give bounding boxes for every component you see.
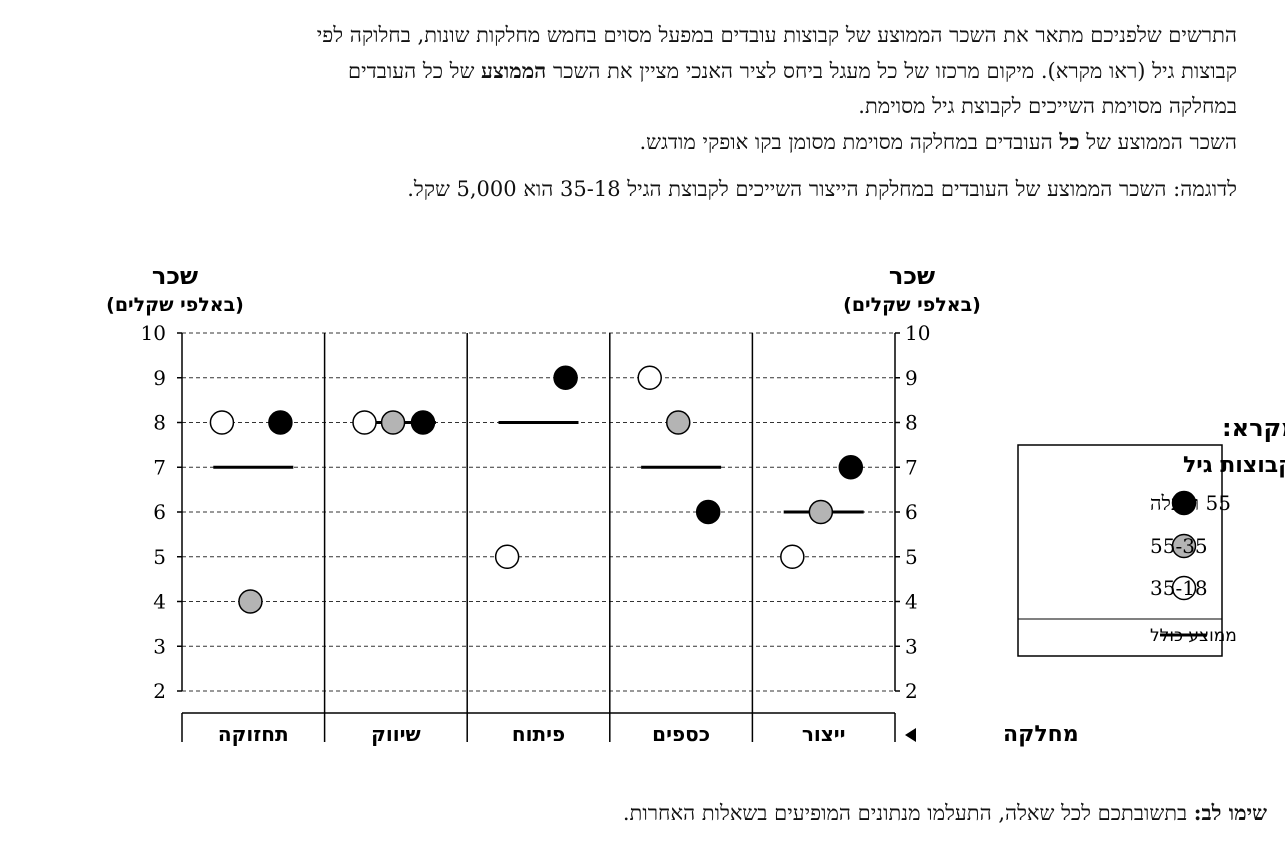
- intro-line-4c: העובדים במחלקה מסוימת מסומן בקו אופקי מו…: [639, 130, 1060, 154]
- data-point-2: [780, 544, 805, 569]
- left-y-axis-unit: (באלפי שקלים): [106, 294, 244, 316]
- intro-line-2c: של כל העובדים: [348, 59, 482, 83]
- data-point-0: [695, 499, 721, 525]
- right-tick-label: 4: [905, 590, 918, 614]
- x-axis-arrow-icon: [905, 728, 916, 742]
- legend-marker-2: [1171, 575, 1197, 601]
- note-text: בתשובתכם לכל שאלה, התעלמו מנתונים המופיע…: [622, 801, 1194, 825]
- legend-subtitle: קבוצות גיל: [1183, 453, 1285, 478]
- data-point-0: [268, 410, 293, 435]
- left-y-axis-title: שכר: [152, 262, 198, 290]
- legend-label-0: 55 ומעלה: [1150, 491, 1231, 515]
- intro-line-4a: השכר הממוצע של: [1079, 130, 1237, 154]
- note-bold: שימו לב:: [1193, 800, 1267, 825]
- intro-line-1: התרשים שלפניכם מתאר את השכר הממוצע של קב…: [316, 23, 1237, 47]
- intro-line-4: השכר הממוצע של כל העובדים במחלקה מסוימת …: [57, 124, 1237, 160]
- legend-label-1: 55-35: [1150, 534, 1208, 558]
- data-point-0: [410, 410, 436, 435]
- right-tick-label: 6: [905, 500, 918, 524]
- legend-marker-0: [1171, 490, 1197, 516]
- intro-bold-average: הממוצע: [481, 58, 547, 83]
- right-tick-label: 3: [905, 634, 918, 658]
- legend-label-2: 35-18: [1150, 576, 1208, 600]
- intro-text: התרשים שלפניכם מתאר את השכר הממוצע של קב…: [57, 18, 1237, 207]
- category-label: פיתוח: [512, 722, 565, 746]
- right-tick-label: 10: [905, 321, 930, 345]
- left-tick-label: 10: [141, 321, 166, 345]
- intro-line-3: במחלקה מסוימת השייכים לקבוצת גיל מסוימת.: [858, 94, 1237, 118]
- category-label: תחזוקה: [218, 722, 289, 746]
- left-tick-label: 2: [153, 679, 166, 703]
- data-point-1: [380, 410, 406, 435]
- data-point-0: [838, 455, 864, 480]
- intro-line-2: קבוצות גיל (ראו מקרא). מיקום מרכזו של כל…: [57, 53, 1237, 89]
- salary-chart: 2 2 3 3 4 4 5 5 6 6 7 7 8 8 9 9 10 10 ייצור כספים פיתוח שיווק…: [106, 262, 1285, 747]
- right-tick-label: 7: [905, 455, 918, 479]
- right-tick-label: 5: [905, 545, 918, 569]
- legend-average-label: ממוצע כולל: [1150, 626, 1237, 646]
- right-tick-label: 2: [905, 679, 918, 703]
- left-tick-label: 9: [153, 366, 166, 390]
- x-axis-label: מחלקה: [1003, 722, 1079, 747]
- left-tick-label: 4: [153, 590, 166, 614]
- intro-line-2a: קבוצות גיל (ראו מקרא). מיקום מרכזו של כל…: [546, 59, 1237, 83]
- legend-box: [1017, 444, 1223, 657]
- attention-note: שימו לב: בתשובתכם לכל שאלה, התעלמו מנתונ…: [623, 800, 1267, 826]
- left-tick-label: 3: [153, 634, 166, 658]
- data-point-2: [209, 410, 235, 435]
- data-point-1: [808, 499, 834, 525]
- category-label: כספים: [652, 722, 710, 746]
- left-tick-label: 6: [153, 500, 166, 524]
- left-tick-label: 7: [153, 455, 166, 479]
- data-point-2: [494, 544, 520, 569]
- right-tick-label: 9: [905, 366, 918, 390]
- intro-example: לדוגמה: השכר הממוצע של העובדים במחלקת הי…: [407, 177, 1237, 201]
- right-tick-label: 8: [905, 411, 918, 435]
- left-tick-label: 5: [153, 545, 166, 569]
- left-tick-label: 8: [153, 411, 166, 435]
- right-y-axis-unit: (באלפי שקלים): [843, 294, 981, 316]
- legend-marker-1: [1171, 533, 1197, 559]
- legend-title: מקרא:: [1222, 414, 1285, 442]
- data-point-1: [238, 589, 263, 614]
- intro-bold-all: כל: [1059, 129, 1080, 154]
- category-label: שיווק: [371, 722, 421, 746]
- category-label: ייצור: [802, 722, 846, 746]
- data-point-0: [553, 365, 578, 390]
- right-y-axis-title: שכר: [889, 262, 935, 290]
- data-point-1: [665, 410, 691, 435]
- data-point-2: [352, 410, 377, 435]
- data-point-2: [637, 365, 662, 390]
